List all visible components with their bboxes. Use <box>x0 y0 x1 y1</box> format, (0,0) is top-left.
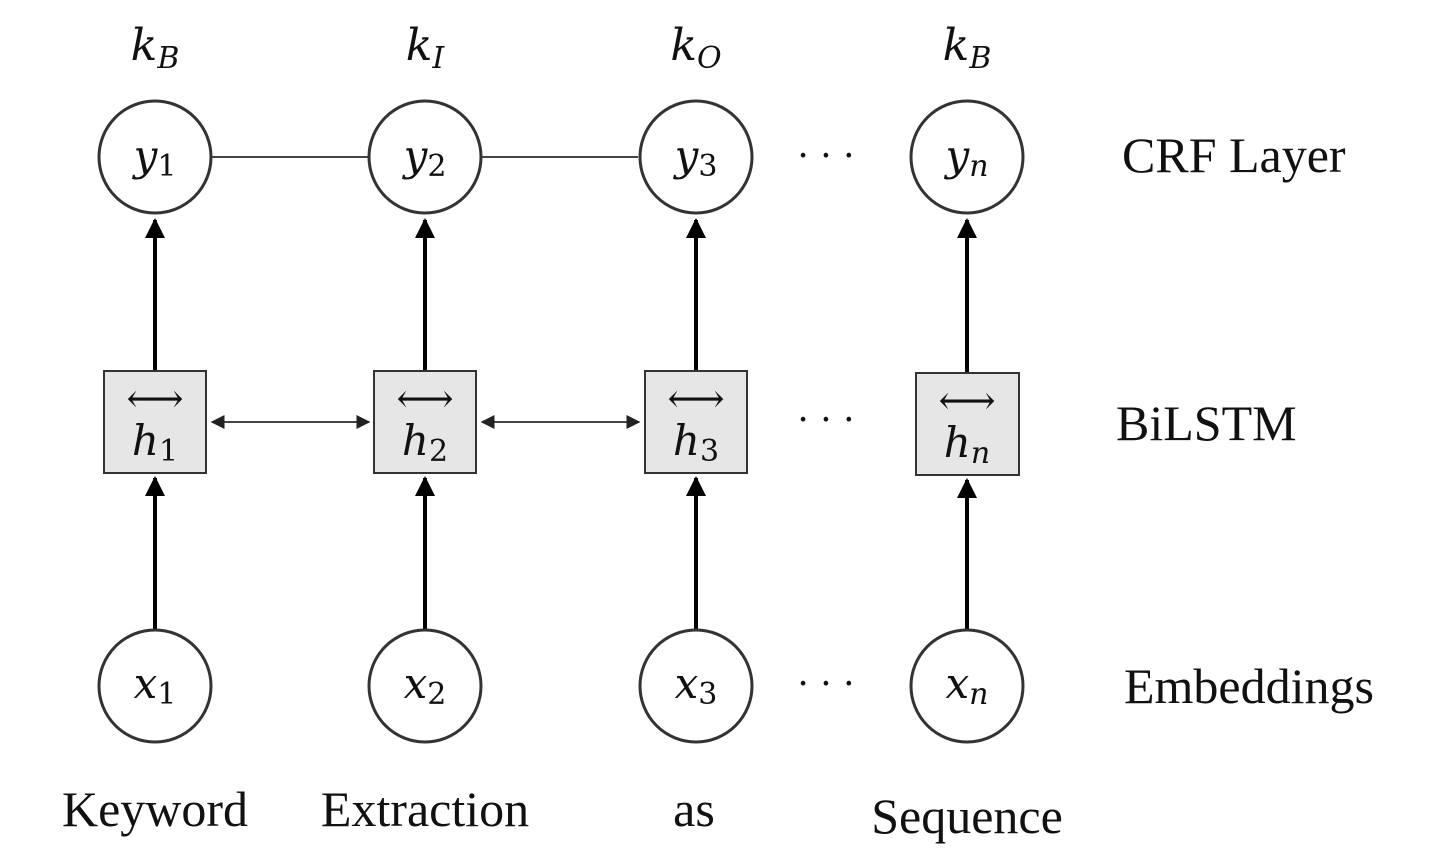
input-word-2: Extraction <box>321 781 529 837</box>
input-word-4: Sequence <box>871 788 1063 844</box>
input-word-3: as <box>673 781 715 837</box>
crf-node-1: y1 <box>97 99 213 215</box>
svg-text:y1: y1 <box>132 131 177 184</box>
bilstm-cell-3: ⟷ h3 <box>644 370 748 474</box>
svg-text:⟷: ⟷ <box>667 376 724 422</box>
svg-text:h1: h1 <box>132 416 178 469</box>
tag-label-4: kB <box>943 20 992 76</box>
crf-node-2: y2 <box>367 99 483 215</box>
svg-text:x3: x3 <box>675 659 718 712</box>
svg-text:⟷: ⟷ <box>126 376 183 422</box>
embedding-node-1: x1 <box>97 628 213 744</box>
svg-text:⟷: ⟷ <box>396 376 453 422</box>
tag-label-3: kO <box>670 20 721 76</box>
svg-text:h3: h3 <box>673 416 719 469</box>
svg-text:y3: y3 <box>673 131 718 184</box>
svg-text:h2: h2 <box>402 416 448 469</box>
svg-text:yn: yn <box>943 131 988 184</box>
svg-text:x2: x2 <box>404 659 447 712</box>
ellipsis-bilstm: · · · <box>797 400 854 441</box>
bilstm-cell-2: ⟷ h2 <box>373 370 477 474</box>
layer-label-bilstm: BiLSTM <box>1116 395 1297 451</box>
tag-label-1: kB <box>131 20 180 76</box>
embedding-node-2: x2 <box>367 628 483 744</box>
layer-label-crf: CRF Layer <box>1122 127 1346 183</box>
bilstm-cell-n: ⟷ hn <box>915 372 1020 476</box>
svg-text:xn: xn <box>945 659 988 712</box>
svg-text:⟷: ⟷ <box>938 378 995 424</box>
layer-label-embeddings: Embeddings <box>1124 658 1374 714</box>
crf-node-n: yn <box>909 99 1025 215</box>
svg-text:y2: y2 <box>402 131 447 184</box>
svg-text:hn: hn <box>944 418 990 471</box>
ellipsis-embeddings: · · · <box>797 664 854 705</box>
bilstm-cell-1: ⟷ h1 <box>103 370 207 474</box>
ellipsis-crf: · · · <box>797 136 854 177</box>
embedding-node-n: xn <box>909 628 1025 744</box>
crf-node-3: y3 <box>638 99 754 215</box>
embedding-node-3: x3 <box>638 628 754 744</box>
tag-label-2: kI <box>406 20 446 76</box>
svg-text:x1: x1 <box>134 659 177 712</box>
input-word-1: Keyword <box>62 781 248 837</box>
